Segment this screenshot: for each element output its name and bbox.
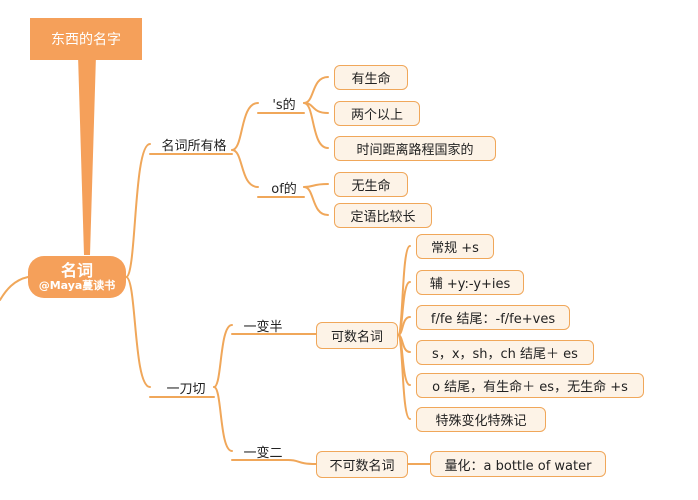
connector-line xyxy=(231,149,259,188)
node-long-attr[interactable]: 定语比较长 xyxy=(334,203,432,228)
connector-line xyxy=(213,324,233,388)
node-measure[interactable]: 量化：a bottle of water xyxy=(430,451,606,477)
node-two[interactable]: 一变二 xyxy=(243,445,283,461)
node-alive[interactable]: 有生命 xyxy=(334,65,408,90)
node-rule-special[interactable]: 特殊变化特殊记 xyxy=(416,407,546,432)
connector-line xyxy=(303,186,329,216)
watermark: @Maya蔓读书 xyxy=(38,278,116,292)
connector-line xyxy=(213,386,233,452)
node-countable[interactable]: 可数名词 xyxy=(316,322,398,349)
node-rule-s[interactable]: s，x，sh，ch 结尾＋ es xyxy=(416,340,594,365)
node-rule-o[interactable]: o 结尾，有生命＋ es，无生命 +s xyxy=(416,373,644,398)
connector-line xyxy=(397,334,411,420)
node-two-more[interactable]: 两个以上 xyxy=(334,101,420,126)
node-no-life[interactable]: 无生命 xyxy=(334,172,408,197)
node-s-of[interactable]: 's的 xyxy=(272,97,296,113)
node-possessive[interactable]: 名词所有格 xyxy=(161,138,227,154)
node-half[interactable]: 一变半 xyxy=(243,319,283,335)
connector-line xyxy=(0,276,29,301)
node-one-cut[interactable]: 一刀切 xyxy=(166,381,206,397)
node-rule-regular[interactable]: 常规 +s xyxy=(416,234,494,259)
connector-line xyxy=(125,143,151,278)
node-of-of[interactable]: of的 xyxy=(271,181,297,197)
node-time-dist[interactable]: 时间距离路程国家的 xyxy=(334,136,496,161)
node-uncountable[interactable]: 不可数名词 xyxy=(316,451,408,478)
root-label: 名词 xyxy=(60,260,93,280)
connector-line xyxy=(125,276,151,388)
callout-label: 东西的名字 xyxy=(30,18,142,60)
connector-line xyxy=(231,102,259,151)
root-node-noun[interactable]: 名词 @Maya蔓读书 xyxy=(28,256,126,298)
connector-line xyxy=(303,102,329,149)
node-rule-f[interactable]: f/fe 结尾：-f/fe+ves xyxy=(416,305,570,330)
connector-line xyxy=(287,459,317,465)
node-rule-y[interactable]: 辅 +y:-y+ies xyxy=(416,270,524,295)
